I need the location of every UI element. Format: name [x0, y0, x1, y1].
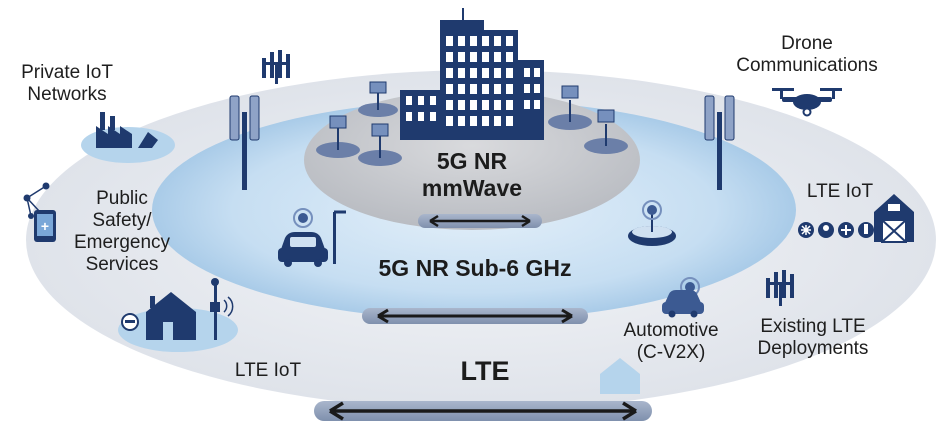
private-iot-label: Private IoT Networks — [21, 62, 113, 105]
connected-car-icon — [278, 208, 346, 267]
home-icon — [600, 358, 640, 394]
factory-icon — [96, 112, 158, 148]
cv2x-car-icon — [662, 277, 704, 318]
lte-iot-left-label: LTE IoT — [234, 360, 302, 381]
cell-tower-right-icon — [704, 95, 735, 190]
lte-iot-right-label: LTE IoT — [806, 181, 874, 202]
smart-home-icon — [146, 292, 196, 340]
lte-range-arrow — [314, 401, 652, 421]
sub6-range-arrow — [362, 308, 588, 324]
drone-label: Drone Communications — [736, 33, 878, 76]
existing-lte-antenna-icon — [766, 270, 794, 306]
antenna-array-top-icon — [262, 50, 290, 84]
lte-label: LTE — [460, 356, 510, 386]
cell-tower-left-icon — [229, 95, 260, 190]
drone-icon — [772, 88, 842, 117]
public-safety-label: Public Safety/ Emergency Services — [73, 188, 171, 275]
mmwave-small-cell-icon — [316, 81, 628, 166]
existing-lte-label: Existing LTE Deployments — [757, 316, 869, 359]
emergency-phone-icon: + — [23, 182, 56, 242]
smart-meter-icon — [121, 313, 139, 331]
stadium-icon — [628, 200, 676, 246]
sub6-label: 5G NR Sub-6 GHz — [378, 255, 572, 281]
building-windows — [406, 36, 540, 126]
iot-sensors-icon — [798, 222, 874, 238]
sensor-pole-icon — [210, 278, 234, 340]
automotive-label: Automotive (C-V2X) — [623, 320, 719, 363]
mmwave-range-arrow — [418, 214, 542, 228]
mmwave-label: 5G NR mmWave — [421, 148, 523, 201]
barn-icon — [874, 194, 914, 243]
svg-text:+: + — [41, 218, 49, 234]
